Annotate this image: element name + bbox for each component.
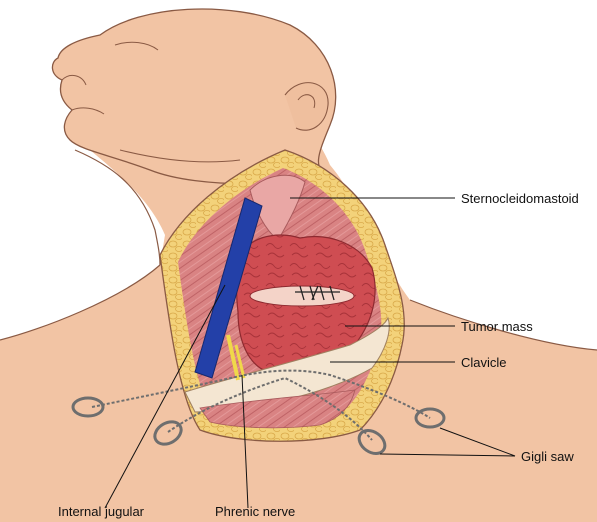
gigli-saw-ring-3	[414, 407, 446, 429]
label-sternocleidomastoid: Sternocleidomastoid	[461, 191, 579, 206]
phrenic-nerve-branch	[234, 344, 246, 379]
label-phrenic-nerve: Phrenic nerve	[215, 504, 295, 519]
leader-gigli-saw-2	[379, 453, 516, 457]
tumor-incision	[249, 285, 355, 307]
sternocleidomastoid-muscle	[249, 174, 306, 241]
label-clavicle: Clavicle	[461, 355, 507, 370]
ear	[284, 82, 329, 131]
neck-outline	[74, 149, 161, 266]
leader-internal-jugular	[104, 284, 226, 509]
label-gigli-saw: Gigli saw	[521, 449, 574, 464]
label-internal-jugular: Internal jugular	[58, 504, 145, 519]
leader-phrenic-nerve	[241, 374, 249, 509]
lower-muscle	[199, 389, 356, 429]
jaw-line	[119, 149, 241, 163]
gigli-saw-ring-1	[71, 396, 105, 418]
shoulder-outline	[0, 264, 597, 351]
sutures	[295, 285, 340, 301]
eye	[114, 41, 159, 51]
leader-lines	[104, 197, 516, 509]
ear-inner	[297, 94, 316, 109]
nose	[61, 74, 87, 86]
label-tumor-mass: Tumor mass	[461, 319, 533, 334]
gigli-saw-ring-2	[153, 420, 183, 446]
phrenic-nerve	[226, 334, 240, 381]
mouth	[71, 107, 105, 115]
head	[51, 8, 337, 185]
leader-gigli-saw-1	[439, 427, 516, 457]
internal-jugular-vein	[194, 197, 263, 379]
gigli-saw-ring-4	[357, 429, 387, 455]
gigli-saw-wire-left	[91, 369, 431, 419]
gigli-saw-wire-right	[167, 376, 373, 441]
